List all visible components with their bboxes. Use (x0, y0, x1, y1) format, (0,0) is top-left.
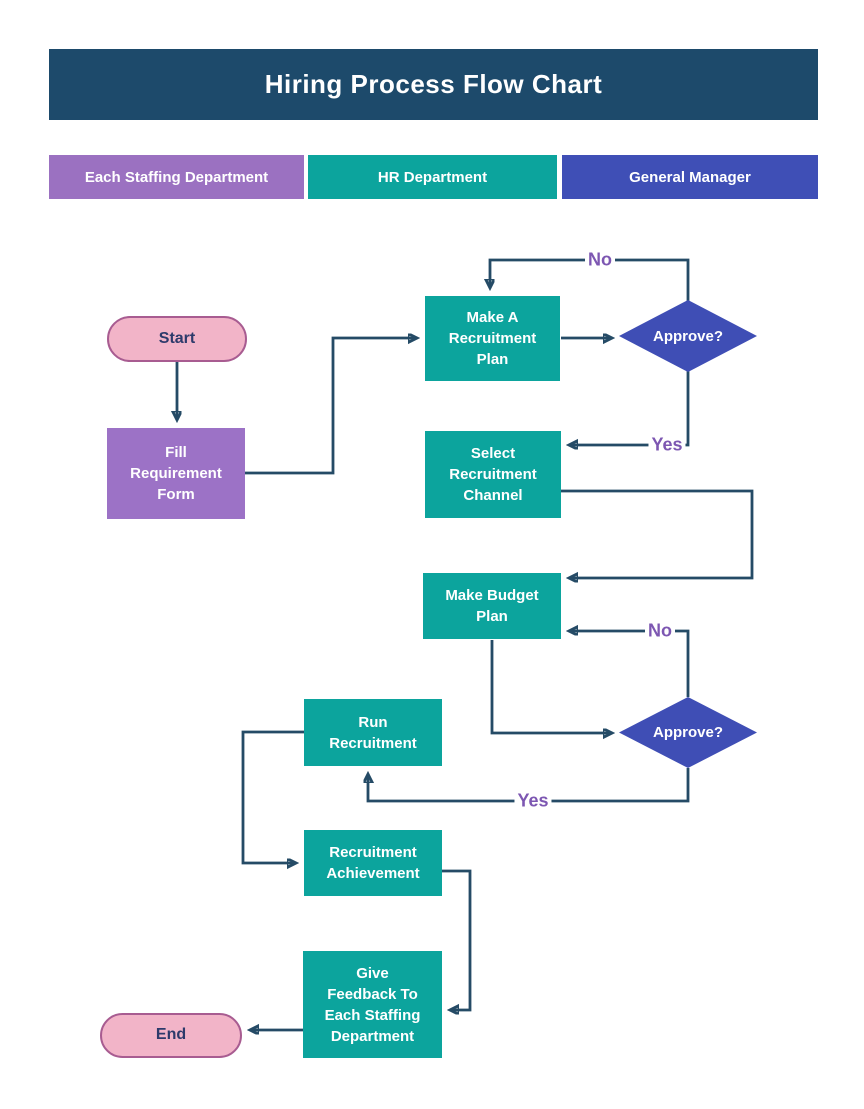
lane-header-hr-department: HR Department (308, 155, 557, 199)
edge-label-no-2: No (645, 620, 675, 642)
node-label: Select Recruitment Channel (449, 445, 537, 504)
node-fill-requirement-form: Fill Requirement Form (107, 428, 245, 519)
node-label: Approve? (652, 724, 723, 741)
node-label: Fill Requirement Form (130, 444, 222, 503)
node-label: Make A Recruitment Plan (448, 309, 537, 368)
node-approve-decision-1: Approve? (619, 300, 757, 372)
node-label: Recruitment Achievement (326, 844, 420, 882)
node-end: End (100, 1013, 242, 1058)
node-make-budget-plan: Make Budget Plan (423, 573, 561, 639)
edge-label-yes-2: Yes (514, 790, 552, 812)
chart-title: Hiring Process Flow Chart (264, 69, 603, 99)
chart-title-bar: Hiring Process Flow Chart (49, 49, 818, 120)
node-select-recruitment-channel: Select Recruitment Channel (425, 431, 561, 518)
lane-header-general-manager: General Manager (562, 155, 818, 199)
node-recruitment-achievement: Recruitment Achievement (304, 830, 442, 896)
edge-label-yes-1: Yes (648, 434, 686, 456)
node-start: Start (107, 316, 247, 362)
lane-label: Each Staffing Department (84, 168, 269, 186)
node-give-feedback: Give Feedback To Each Staffing Departmen… (303, 951, 442, 1058)
edge-fill-to-plan (245, 338, 416, 475)
node-approve-decision-2: Approve? (619, 697, 757, 768)
edge-channel-to-budget (561, 489, 754, 578)
node-label: Run Recruitment (329, 713, 417, 752)
lane-label: General Manager (629, 168, 751, 186)
lane-label: HR Department (377, 168, 488, 186)
node-label: End (155, 1026, 187, 1044)
lane-header-each-staffing-department: Each Staffing Department (49, 155, 304, 199)
edge-run-to-achievement (241, 730, 304, 863)
edge-achievement-to-feedback (442, 869, 472, 1010)
node-label: Give Feedback To Each Staffing Departmen… (324, 964, 421, 1045)
node-label: Approve? (652, 327, 723, 345)
edge-budget-to-approve2 (490, 640, 611, 733)
node-run-recruitment: Run Recruitment (304, 699, 442, 766)
node-label: Make Budget Plan (445, 587, 539, 625)
node-make-recruitment-plan: Make A Recruitment Plan (425, 296, 560, 381)
edge-label-no-1: No (585, 249, 615, 271)
node-label: Start (158, 329, 196, 347)
